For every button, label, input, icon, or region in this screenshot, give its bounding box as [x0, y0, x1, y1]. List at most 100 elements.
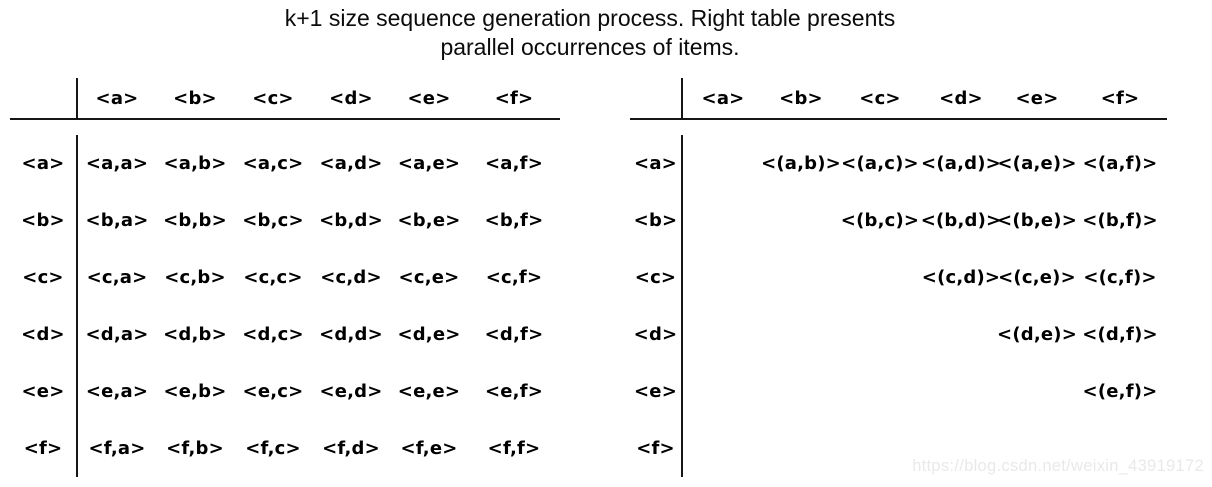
table-cell: <a,d> — [319, 153, 383, 174]
table-cell-empty — [683, 363, 763, 420]
table-cell: <e,a> — [85, 381, 149, 402]
table-cell: <(c,d)> — [921, 267, 1001, 288]
table-cell: <e,b> — [163, 381, 227, 402]
row-header: <e> — [10, 363, 78, 420]
row-header: <a> — [10, 135, 78, 192]
table-cell: <(d,f)> — [1082, 324, 1158, 345]
left-cross-product-table: <a><b><c><d><e><f><a><a,a><a,b><a,c><a,d… — [10, 78, 560, 477]
table-cell: <a,a> — [85, 153, 149, 174]
table-cell-empty — [683, 249, 763, 306]
table-cell: <e,e> — [397, 381, 461, 402]
table-cell: <e,c> — [242, 381, 304, 402]
table-cell: <f,d> — [322, 438, 380, 459]
table-cell: <(b,f)> — [1082, 210, 1158, 231]
table-cell: <b,b> — [163, 210, 227, 231]
table-cell-empty — [921, 306, 1001, 363]
table-cell: <(b,c)> — [840, 210, 920, 231]
watermark-url: https://blog.csdn.net/weixin_43919172 — [912, 457, 1204, 475]
table-cell: <a,b> — [163, 153, 227, 174]
column-header: <b> — [763, 78, 839, 120]
table-cell: <(a,e)> — [997, 153, 1077, 174]
title-line-2: parallel occurrences of items. — [440, 34, 740, 61]
table-cell: <c,e> — [398, 267, 460, 288]
column-header: <b> — [156, 78, 234, 120]
row-header: <c> — [630, 249, 683, 306]
table-cell: <c,b> — [164, 267, 226, 288]
table-cell: <(a,c)> — [841, 153, 919, 174]
column-header: <a> — [78, 78, 156, 120]
table-cell-empty — [763, 306, 839, 363]
table-cell: <(a,f)> — [1082, 153, 1158, 174]
column-header: <f> — [468, 78, 560, 120]
table-cell: <f,c> — [245, 438, 301, 459]
row-header: <a> — [630, 135, 683, 192]
row-header: <d> — [10, 306, 78, 363]
table-cell: <(a,d)> — [921, 153, 1001, 174]
right-parallel-occurrence-table: <a><b><c><d><e><f><a><(a,b)><(a,c)><(a,d… — [630, 78, 1167, 477]
table-cell: <f,b> — [166, 438, 224, 459]
table-cell: <d,d> — [319, 324, 383, 345]
column-header: <f> — [1073, 78, 1167, 120]
table-cell: <b,f> — [484, 210, 544, 231]
table-cell: <(b,e)> — [997, 210, 1077, 231]
table-cell: <f,f> — [487, 438, 541, 459]
table-cell: <b,d> — [319, 210, 383, 231]
table-cell: <a,c> — [242, 153, 304, 174]
table-cell: <f,a> — [88, 438, 146, 459]
table-cell: <(a,b)> — [761, 153, 841, 174]
row-header: <b> — [630, 192, 683, 249]
table-cell-empty — [683, 135, 763, 192]
table-cell: <d,f> — [484, 324, 544, 345]
table-cell-empty — [1001, 363, 1073, 420]
title-line-1: k+1 size sequence generation process. Ri… — [284, 5, 896, 31]
table-cell: <d,e> — [397, 324, 461, 345]
table-cell-empty — [839, 420, 921, 477]
table-cell: <(c,e)> — [998, 267, 1076, 288]
table-cell: <b,a> — [85, 210, 149, 231]
table-cell-empty — [683, 192, 763, 249]
table-cell: <e,d> — [319, 381, 383, 402]
table-cell: <(d,e)> — [997, 324, 1077, 345]
table-cell: <b,c> — [242, 210, 304, 231]
table-cell: <d,a> — [85, 324, 149, 345]
column-header: <d> — [312, 78, 390, 120]
table-cell-empty — [839, 363, 921, 420]
table-cell: <a,f> — [485, 153, 543, 174]
row-header: <b> — [10, 192, 78, 249]
table-cell-empty — [763, 420, 839, 477]
table-cell-empty — [763, 363, 839, 420]
row-header: <c> — [10, 249, 78, 306]
table-cell-empty — [683, 420, 763, 477]
table-cell: <d,c> — [242, 324, 304, 345]
table-corner — [10, 78, 78, 120]
column-header: <e> — [390, 78, 468, 120]
figure-title: k+1 size sequence generation process. Ri… — [0, 4, 1180, 63]
column-header: <c> — [839, 78, 921, 120]
column-header: <c> — [234, 78, 312, 120]
table-cell-empty — [763, 249, 839, 306]
table-cell: <d,b> — [163, 324, 227, 345]
table-cell: <a,e> — [397, 153, 461, 174]
column-header: <e> — [1001, 78, 1073, 120]
table-cell: <f,e> — [400, 438, 458, 459]
table-cell: <c,f> — [485, 267, 543, 288]
row-header: <f> — [630, 420, 683, 477]
table-cell-empty — [763, 192, 839, 249]
table-cell: <(c,f)> — [1083, 267, 1157, 288]
table-corner — [630, 78, 683, 120]
table-cell-empty — [839, 306, 921, 363]
table-cell-empty — [839, 249, 921, 306]
table-cell: <(b,d)> — [920, 210, 1002, 231]
table-cell: <(e,f)> — [1082, 381, 1158, 402]
row-header: <d> — [630, 306, 683, 363]
table-cell-empty — [683, 306, 763, 363]
table-cell: <c,a> — [86, 267, 148, 288]
column-header: <a> — [683, 78, 763, 120]
column-header: <d> — [921, 78, 1001, 120]
table-cell: <c,d> — [320, 267, 382, 288]
table-cell: <b,e> — [397, 210, 461, 231]
table-cell: <c,c> — [243, 267, 303, 288]
row-header: <f> — [10, 420, 78, 477]
table-cell-empty — [921, 363, 1001, 420]
